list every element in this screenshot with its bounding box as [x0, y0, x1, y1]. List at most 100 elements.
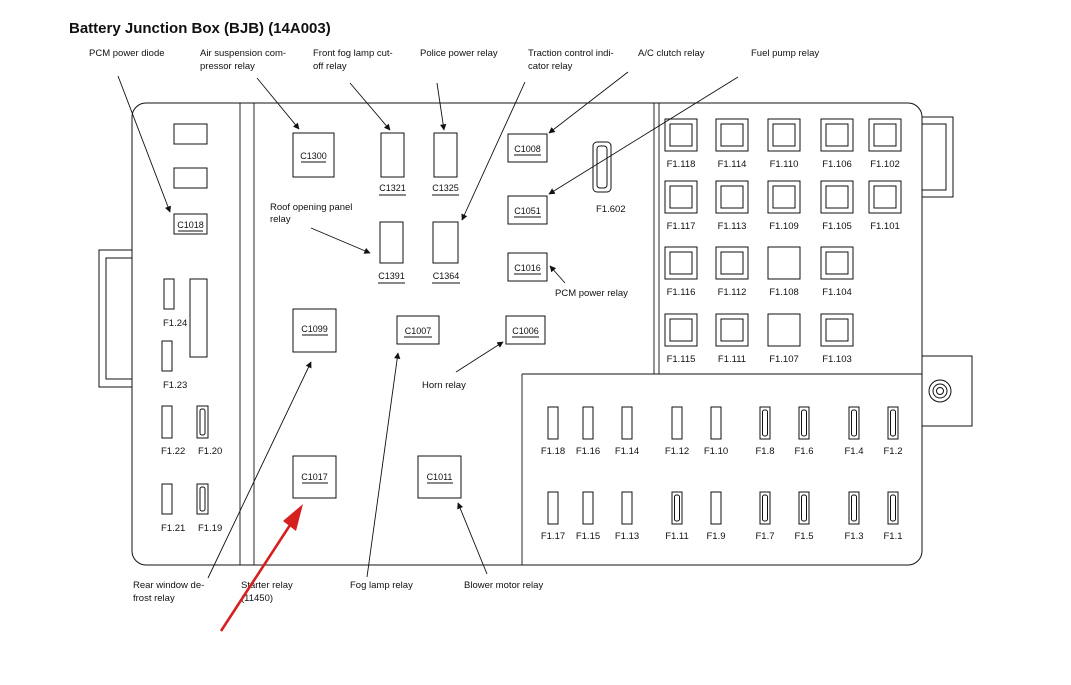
- maxi-fuse-label: F1.112: [718, 287, 747, 298]
- maxi-fuse: F1.110: [767, 118, 801, 170]
- label-front-fog: Front fog lamp cut-: [313, 48, 393, 59]
- svg-text:F1.24: F1.24: [163, 318, 187, 329]
- mini-fuse-label: F1.2: [883, 446, 902, 457]
- label-fog-lamp: Fog lamp relay: [350, 580, 413, 591]
- highlight-arrow: [219, 504, 303, 632]
- fuse-f1-22: F1.22: [161, 405, 185, 457]
- label-traction-control: cator relay: [528, 61, 573, 72]
- blank-socket: [173, 123, 208, 145]
- maxi-fuse-label: F1.111: [718, 354, 746, 365]
- mini-fuse-label: F1.5: [794, 531, 813, 542]
- label-starter-relay: (11450): [241, 593, 273, 604]
- maxi-fuse: F1.101: [868, 180, 902, 232]
- svg-text:C1391: C1391: [378, 271, 405, 281]
- mini-fuse-label: F1.4: [844, 446, 863, 457]
- mini-fuse-label: F1.8: [755, 446, 774, 457]
- label-rear-window: Rear window de-: [133, 580, 204, 591]
- fuse-f1-19: F1.19: [196, 483, 222, 534]
- svg-text:F1.602: F1.602: [596, 204, 626, 215]
- mini-fuse: F1.18: [541, 406, 565, 457]
- mini-fuse: F1.2: [883, 406, 903, 457]
- svg-text:C1325: C1325: [432, 183, 459, 193]
- mini-fuse-label: F1.7: [755, 531, 774, 542]
- mini-fuse: F1.13: [615, 491, 639, 542]
- svg-text:F1.22: F1.22: [161, 446, 185, 457]
- maxi-fuse-label: F1.117: [667, 221, 696, 232]
- maxi-fuse: F1.117: [664, 180, 698, 232]
- mini-fuse: F1.5: [794, 491, 814, 542]
- svg-text:C1017: C1017: [301, 472, 328, 482]
- mini-fuse-label: F1.18: [541, 446, 565, 457]
- mini-fuse: F1.17: [541, 491, 565, 542]
- maxi-fuse: F1.114: [715, 118, 749, 170]
- svg-text:F1.20: F1.20: [198, 446, 222, 457]
- svg-text:C1018: C1018: [177, 220, 204, 230]
- connector-c1017: C1017: [292, 455, 337, 499]
- svg-text:C1006: C1006: [512, 326, 539, 336]
- mini-fuse-label: F1.12: [665, 446, 689, 457]
- fuse-f1-24: F1.24: [163, 278, 208, 358]
- connector-c1007: C1007: [396, 315, 440, 345]
- label-roof-opening: Roof opening panel: [270, 202, 352, 213]
- svg-text:C1051: C1051: [514, 206, 541, 216]
- maxi-fuse-label: F1.103: [822, 354, 852, 365]
- mini-fuse: F1.1: [883, 491, 903, 542]
- mini-fuse: F1.15: [576, 491, 600, 542]
- maxi-fuse: F1.107: [767, 313, 801, 365]
- label-blower-motor: Blower motor relay: [464, 580, 543, 591]
- connector-c1006: C1006: [505, 315, 546, 345]
- mini-fuse: F1.7: [755, 491, 775, 542]
- label-starter-relay: Starter relay: [241, 580, 293, 591]
- mini-fuse-label: F1.14: [615, 446, 639, 457]
- maxi-fuse: F1.105: [820, 180, 854, 232]
- maxi-fuse-label: F1.105: [822, 221, 852, 232]
- maxi-fuse-label: F1.118: [667, 159, 696, 170]
- connector-c1321: C1321: [379, 132, 406, 196]
- leader-lines: [117, 71, 739, 579]
- diagram-title: Battery Junction Box (BJB) (14A003): [69, 20, 331, 37]
- svg-text:C1099: C1099: [301, 324, 328, 334]
- label-ac-clutch: A/C clutch relay: [638, 48, 705, 59]
- maxi-fuse: F1.115: [664, 313, 698, 365]
- maxi-fuse: F1.106: [820, 118, 854, 170]
- connector-c1011: C1011: [417, 455, 462, 499]
- mini-fuse: F1.6: [794, 406, 814, 457]
- maxi-fuse-label: F1.110: [770, 159, 799, 170]
- maxi-fuse-label: F1.115: [667, 354, 696, 365]
- label-traction-control: Traction control indi-: [528, 48, 614, 59]
- svg-text:C1016: C1016: [514, 263, 541, 273]
- connector-c1016: C1016: [507, 252, 548, 282]
- maxi-fuse-label: F1.109: [769, 221, 799, 232]
- maxi-fuse: F1.113: [715, 180, 749, 232]
- maxi-fuse: F1.109: [767, 180, 801, 232]
- connector-c1051: C1051: [507, 195, 548, 225]
- svg-text:C1300: C1300: [300, 151, 327, 161]
- mini-fuse-label: F1.13: [615, 531, 639, 542]
- mini-fuse-label: F1.6: [794, 446, 813, 457]
- maxi-fuse: F1.112: [715, 246, 749, 298]
- mini-fuse-label: F1.17: [541, 531, 565, 542]
- mini-fuse-label: F1.3: [844, 531, 863, 542]
- maxi-fuse-label: F1.104: [822, 287, 852, 298]
- connector-c1008: C1008: [507, 133, 548, 163]
- mini-fuse: F1.10: [704, 406, 728, 457]
- left-mount-tab: [98, 249, 133, 388]
- mini-fuse: F1.16: [576, 406, 600, 457]
- mini-fuse: F1.12: [665, 406, 689, 457]
- label-horn-relay: Horn relay: [422, 380, 466, 391]
- connector-c1391: C1391: [378, 221, 405, 284]
- label-roof-opening: relay: [270, 214, 291, 225]
- mini-fuse-label: F1.10: [704, 446, 728, 457]
- terminal-stud: [919, 355, 973, 427]
- maxi-fuse: F1.116: [664, 246, 698, 298]
- maxi-fuse-label: F1.108: [769, 287, 799, 298]
- maxi-fuse: F1.118: [664, 118, 698, 170]
- maxi-fuse: F1.102: [868, 118, 902, 170]
- maxi-fuse-label: F1.113: [718, 221, 747, 232]
- maxi-fuse: F1.103: [820, 313, 854, 365]
- connector-c1300: C1300: [292, 132, 335, 178]
- svg-text:C1321: C1321: [379, 183, 406, 193]
- right-mount-tab: [919, 116, 954, 198]
